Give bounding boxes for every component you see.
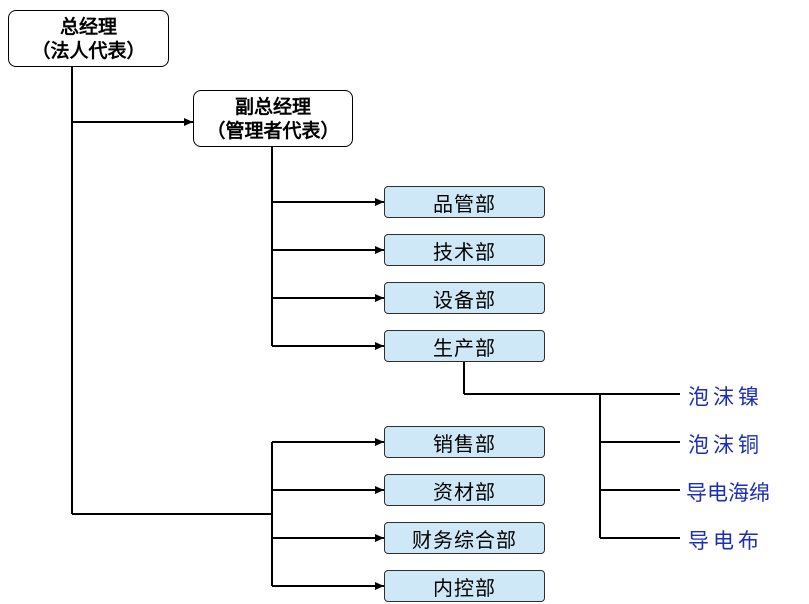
ceo-box: 总经理 （法人代表） (8, 10, 169, 67)
department-technology-label: 技术部 (433, 239, 496, 264)
department-materials-label: 资材部 (433, 479, 496, 504)
product-copper-foam: 泡沫铜 (688, 433, 763, 457)
product-conductive-cloth: 导电布 (688, 529, 763, 553)
department-sales-label: 销售部 (433, 431, 496, 456)
department-production: 生产部 (384, 330, 545, 362)
deputy-subtitle: （管理者代表） (206, 119, 340, 142)
department-internal-control: 内控部 (384, 570, 545, 602)
department-finance: 财务综合部 (384, 522, 545, 554)
deputy-title: 副总经理 (234, 95, 311, 118)
ceo-title: 总经理 (59, 15, 117, 38)
department-production-label: 生产部 (433, 335, 496, 360)
deputy-box: 副总经理 （管理者代表） (193, 90, 353, 147)
department-materials: 资材部 (384, 474, 545, 506)
department-equipment: 设备部 (384, 282, 545, 314)
department-technology: 技术部 (384, 234, 545, 266)
ceo-subtitle: （法人代表） (31, 39, 146, 62)
department-quality: 品管部 (384, 186, 545, 218)
department-equipment-label: 设备部 (433, 287, 496, 312)
department-sales: 销售部 (384, 426, 545, 458)
department-internal-control-label: 内控部 (433, 575, 496, 600)
product-nickel-foam: 泡沫镍 (688, 385, 763, 409)
department-quality-label: 品管部 (433, 191, 496, 216)
department-finance-label: 财务综合部 (412, 527, 517, 552)
product-conductive-sponge: 导电海绵 (686, 481, 770, 505)
